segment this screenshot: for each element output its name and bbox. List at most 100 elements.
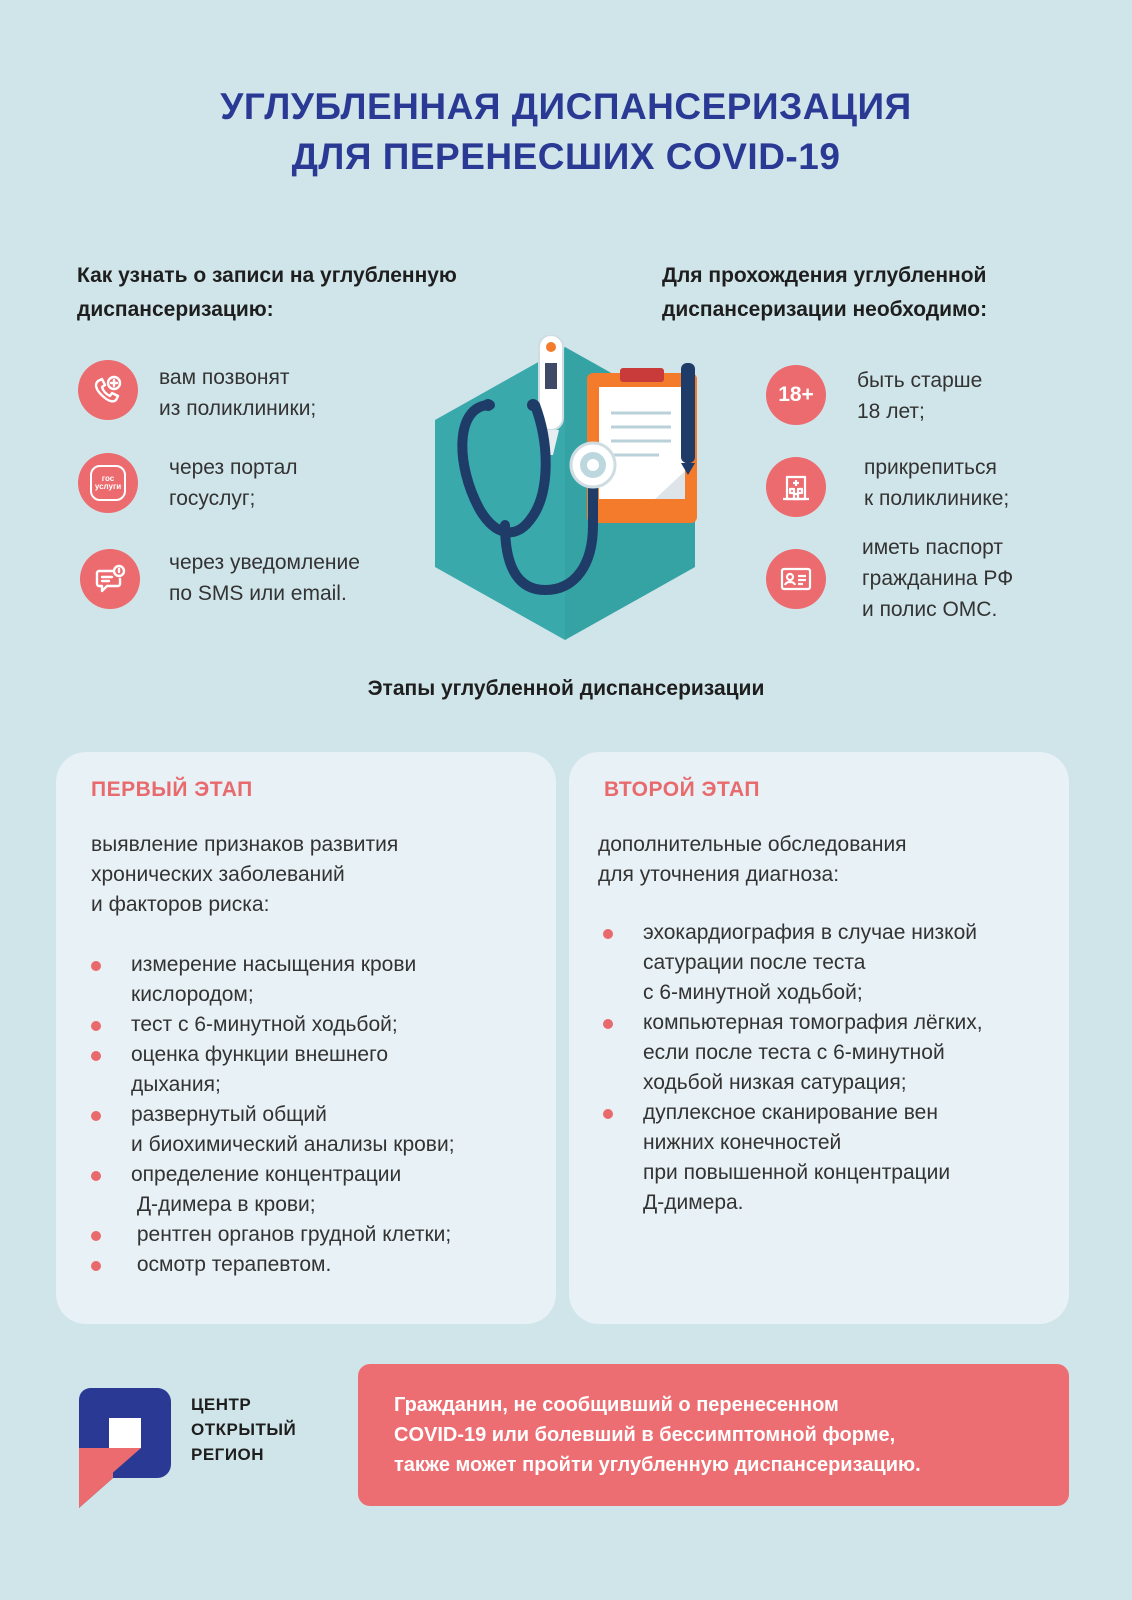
- list-item-line: измерение насыщения крови: [131, 953, 417, 976]
- list-item-line: осмотр терапевтом.: [131, 1253, 332, 1276]
- logo-line-1: ЦЕНТР: [191, 1395, 252, 1414]
- notice-line-3: также может пройти углубленную диспансер…: [394, 1454, 921, 1476]
- stages-title: Этапы углубленной диспансеризации: [367, 677, 765, 700]
- list-item: дуплексное сканирование вен нижних конеч…: [603, 1098, 1063, 1218]
- notice-line-1: Гражданин, не сообщивший о перенесенном: [394, 1394, 839, 1416]
- stage-2-intro-line: для уточнения диагноза:: [598, 863, 840, 886]
- right-item-passport-line-3: и полис ОМС.: [862, 598, 998, 621]
- list-item-line: рентген органов грудной клетки;: [131, 1223, 452, 1246]
- right-item-age: быть старше 18 лет;: [857, 365, 982, 427]
- list-item-line: ходьбой низкая сатурация;: [643, 1071, 907, 1094]
- hospital-icon: [766, 457, 826, 517]
- stethoscope-icon: [457, 400, 598, 596]
- bullet-dot: [91, 1021, 101, 1031]
- right-heading-line-2: диспансеризации необходимо:: [662, 298, 988, 321]
- stage-2-intro: дополнительные обследования для уточнени…: [598, 830, 1048, 890]
- stage-1-intro-line: хронических заболеваний: [91, 863, 345, 886]
- stage-1-intro: выявление признаков развития хронических…: [91, 830, 541, 920]
- list-item-line: если после теста с 6-минутной: [643, 1041, 945, 1064]
- age-18-icon: 18+: [766, 365, 826, 425]
- stage-2-card: ВТОРОЙ ЭТАП дополнительные обследования …: [569, 752, 1069, 1324]
- stage-1-intro-line: выявление признаков развития: [91, 833, 399, 856]
- list-item-line: определение концентрации: [131, 1163, 402, 1186]
- list-item: рентген органов грудной клетки;: [91, 1220, 551, 1250]
- notice-banner: Гражданин, не сообщивший о перенесенном …: [358, 1364, 1069, 1506]
- left-item-portal-line-2: госуслуг;: [169, 487, 256, 510]
- left-item-portal: через портал госуслуг;: [169, 452, 298, 514]
- gosuslugi-text-1: гос: [101, 474, 115, 483]
- left-item-sms-line-1: через уведомление: [169, 551, 360, 574]
- list-item: тест с 6-минутной ходьбой;: [91, 1010, 551, 1040]
- bullet-dot: [91, 1171, 101, 1181]
- right-heading: Для прохождения углубленной диспансериза…: [662, 259, 1092, 327]
- phone-plus-icon: [78, 360, 138, 420]
- clipboard-icon: [587, 368, 697, 523]
- stage-1-heading: ПЕРВЫЙ ЭТАП: [91, 778, 253, 801]
- stage-1-intro-line: и факторов риска:: [91, 893, 270, 916]
- list-item-line: дуплексное сканирование вен: [643, 1101, 938, 1124]
- left-heading-line-1: Как узнать о записи на углубленную: [77, 264, 457, 287]
- left-item-sms: через уведомление по SMS или email.: [169, 547, 360, 609]
- left-heading: Как узнать о записи на углубленную диспа…: [77, 259, 547, 327]
- stage-1-list: измерение насыщения крови кислородом; те…: [91, 950, 551, 1280]
- list-item: компьютерная томография лёгких, если пос…: [603, 1008, 1063, 1098]
- left-heading-line-2: диспансеризацию:: [77, 298, 274, 321]
- bullet-dot: [91, 1231, 101, 1241]
- gosuslugi-badge: гос услуги: [90, 465, 126, 501]
- stage-2-list: эхокардиография в случае низкой сатураци…: [603, 918, 1063, 1218]
- right-item-passport: иметь паспорт гражданина РФ и полис ОМС.: [862, 532, 1013, 625]
- list-item-line: оценка функции внешнего: [131, 1043, 388, 1066]
- list-item-line: эхокардиография в случае низкой: [643, 921, 978, 944]
- logo-line-2: ОТКРЫТЫЙ: [191, 1420, 297, 1439]
- title-line-2: ДЛЯ ПЕРЕНЕСШИХ COVID-19: [291, 136, 841, 177]
- bullet-dot: [91, 961, 101, 971]
- list-item-line: развернутый общий: [131, 1103, 327, 1126]
- pen-icon: [681, 363, 695, 475]
- list-item-line: Д-димера.: [643, 1191, 744, 1214]
- thermometer-icon: [538, 334, 564, 455]
- right-item-passport-line-1: иметь паспорт: [862, 536, 1003, 559]
- medical-illustration: [425, 334, 705, 650]
- page-title: УГЛУБЛЕННАЯ ДИСПАНСЕРИЗАЦИЯ ДЛЯ ПЕРЕНЕСШ…: [0, 82, 1132, 182]
- bullet-dot: [603, 1109, 613, 1119]
- bullet-dot: [91, 1051, 101, 1061]
- bullet-dot: [91, 1111, 101, 1121]
- notice-text: Гражданин, не сообщивший о перенесенном …: [394, 1390, 1054, 1480]
- list-item-line: Д-димера в крови;: [131, 1193, 316, 1216]
- list-item: определение концентрации Д-димера в кров…: [91, 1160, 551, 1220]
- id-card-icon: [766, 549, 826, 609]
- right-heading-line-1: Для прохождения углубленной: [662, 264, 987, 287]
- right-item-age-line-1: быть старше: [857, 369, 983, 392]
- list-item: оценка функции внешнего дыхания;: [91, 1040, 551, 1100]
- list-item-line: тест с 6-минутной ходьбой;: [131, 1013, 398, 1036]
- right-item-passport-line-2: гражданина РФ: [862, 567, 1014, 590]
- left-item-portal-line-1: через портал: [169, 456, 298, 479]
- list-item-line: с 6-минутной ходьбой;: [643, 981, 863, 1004]
- age-18-text: 18+: [778, 383, 814, 406]
- left-item-call: вам позвонят из поликлиники;: [159, 362, 316, 424]
- list-item-line: кислородом;: [131, 983, 254, 1006]
- bullet-dot: [603, 929, 613, 939]
- logo-line-3: РЕГИОН: [191, 1445, 265, 1464]
- list-item: осмотр терапевтом.: [91, 1250, 551, 1280]
- stage-2-intro-line: дополнительные обследования: [598, 833, 907, 856]
- list-item-line: при повышенной концентрации: [643, 1161, 951, 1184]
- list-item: развернутый общий и биохимический анализ…: [91, 1100, 551, 1160]
- right-item-clinic: прикрепиться к поликлинике;: [864, 452, 1009, 514]
- bullet-dot: [91, 1261, 101, 1271]
- list-item: эхокардиография в случае низкой сатураци…: [603, 918, 1063, 1008]
- list-item-line: нижних конечностей: [643, 1131, 842, 1154]
- notice-line-2: COVID-19 или болевший в бессимптомной фо…: [394, 1424, 896, 1446]
- gosuslugi-text-2: услуги: [94, 482, 122, 491]
- right-item-clinic-line-2: к поликлинике;: [864, 487, 1010, 510]
- list-item-line: и биохимический анализы крови;: [131, 1133, 455, 1156]
- gosuslugi-icon: гос услуги: [78, 453, 138, 513]
- list-item: измерение насыщения крови кислородом;: [91, 950, 551, 1010]
- left-item-call-line-1: вам позвонят: [159, 366, 290, 389]
- list-item-line: сатурации после теста: [643, 951, 866, 974]
- left-item-call-line-2: из поликлиники;: [159, 397, 317, 420]
- stage-1-card: ПЕРВЫЙ ЭТАП выявление признаков развития…: [56, 752, 556, 1324]
- logo-text: ЦЕНТР ОТКРЫТЫЙ РЕГИОН: [191, 1392, 296, 1467]
- right-item-age-line-2: 18 лет;: [857, 400, 925, 423]
- list-item-line: дыхания;: [131, 1073, 221, 1096]
